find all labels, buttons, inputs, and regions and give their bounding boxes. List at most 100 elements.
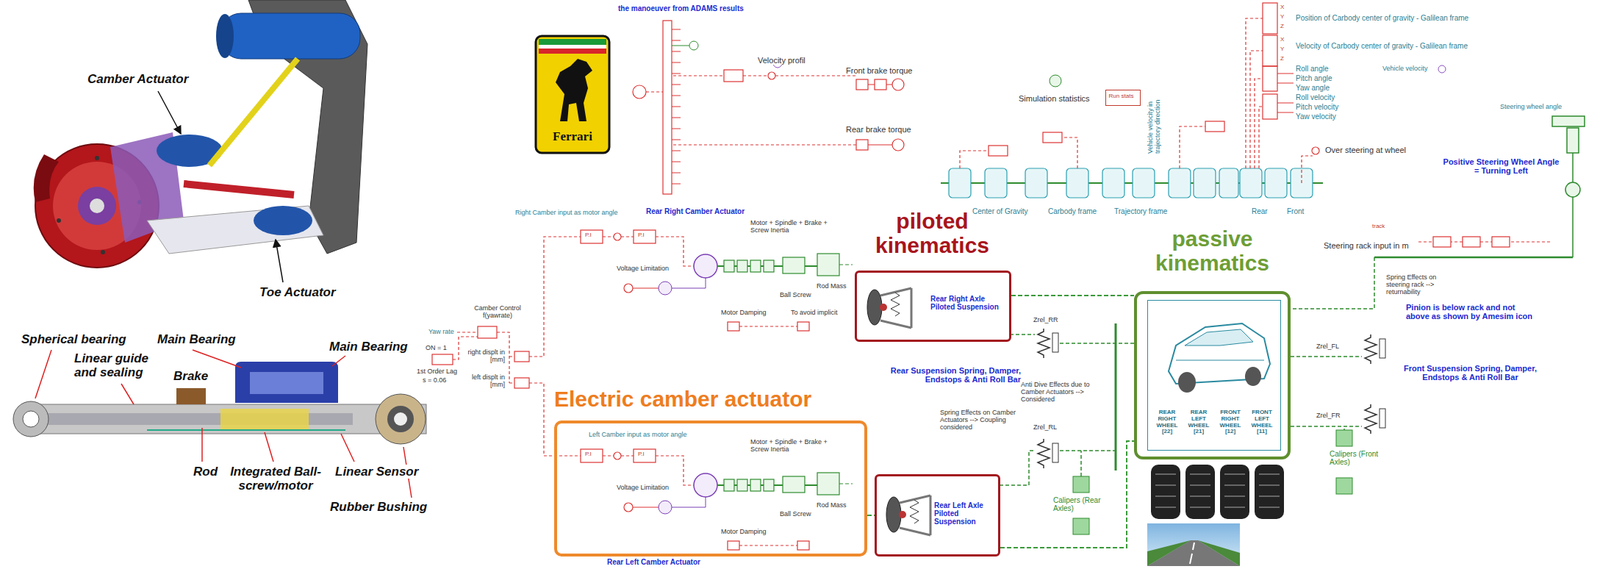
label-slot: Calipers (Rear Axles): [1052, 496, 1108, 513]
sensor-block: [1025, 168, 1048, 198]
mech-wire: [999, 450, 1035, 486]
block: [1205, 121, 1225, 132]
port-letter: X: [1279, 4, 1285, 12]
linear-sensor: [146, 429, 346, 431]
spherical-bearing: [13, 401, 49, 437]
output-name: Yaw velocity: [1294, 112, 1337, 121]
signal-name: Zrel_FR: [1315, 411, 1342, 419]
leader-line: [201, 427, 203, 462]
output-name: Position of Carbody center of gravity - …: [1294, 13, 1470, 23]
wire: [632, 287, 659, 289]
label-slot: Trajectory frame: [1113, 207, 1168, 216]
leader-line: [158, 91, 181, 134]
label-slot: Z: [1279, 23, 1285, 31]
wire: [959, 150, 989, 169]
wire: [743, 74, 769, 76]
hub-center: [89, 198, 105, 214]
output-port: [689, 41, 699, 50]
pi-block: [633, 230, 656, 244]
controller-block: [477, 326, 497, 339]
signal-name: Front brake torque: [845, 66, 914, 75]
motor-housing: [235, 361, 339, 403]
output-name: Roll velocity: [1294, 93, 1336, 102]
stats-icon: [1049, 74, 1062, 87]
sensor-block: [1193, 168, 1216, 198]
box-heading: Rear Left Camber Actuator: [607, 557, 701, 566]
signal-name: Velocity profil: [757, 55, 807, 65]
block-label: P.I: [637, 232, 646, 239]
signal-name: Zrel_RL: [1032, 423, 1058, 431]
rack-shaft: [1572, 196, 1574, 258]
label-slot: left displt in [mm]: [461, 373, 506, 389]
output-name: Rear: [1250, 207, 1269, 216]
front-spring: [1364, 404, 1386, 434]
part-callout: Main Bearing: [328, 339, 409, 354]
label-slot: s = 0.06: [421, 376, 447, 384]
label-slot: Spring Effects on steering rack --> retu…: [1385, 273, 1459, 296]
sensor-block: [1102, 168, 1125, 198]
label-slot: Yaw velocity: [1294, 112, 1337, 121]
part-callout: Linear guide and sealing: [73, 351, 166, 380]
suspension-icon: [867, 288, 912, 328]
port-letter: Z: [1279, 55, 1285, 63]
text-slot: Rear Left Camber Actuator: [607, 557, 701, 566]
text-slot: Run stats: [1106, 93, 1137, 100]
output-name: Center of Gravity: [971, 207, 1029, 216]
label-slot: P.I: [637, 232, 646, 239]
label-slot: Voltage Limitation: [615, 483, 670, 491]
sum: [768, 72, 776, 80]
wire: [867, 144, 893, 145]
block: [1491, 236, 1510, 247]
signal-name: Motor + Spindle + Brake + Screw Inertia: [749, 438, 838, 453]
signal-name: Anti Dive Effects due to Camber Actuator…: [1020, 380, 1105, 403]
steering-system: [1290, 116, 1585, 309]
mech-wire: [839, 263, 853, 265]
block: [1042, 132, 1063, 143]
label-slot: Main Bearing: [156, 332, 237, 347]
mechanical-connector: [1011, 294, 1135, 297]
leader-line: [121, 383, 134, 405]
sum: [613, 232, 622, 241]
demux: [1262, 94, 1278, 120]
output-name: Carbody frame: [1047, 207, 1098, 216]
signal-name: left displt in [mm]: [461, 373, 506, 389]
box-heading: piloted kinematics: [854, 208, 1010, 258]
label-slot: P.I: [637, 451, 646, 458]
label-slot: Rear Right Camber Actuator: [645, 207, 746, 216]
wire: [1062, 137, 1078, 169]
text-slot: FRONT LEFT WHEEL [11]: [1247, 409, 1277, 436]
box-heading: passive kinematics: [1134, 226, 1291, 275]
block: [723, 69, 744, 82]
logo-text: Ferrari: [541, 129, 604, 144]
caliper: [1336, 477, 1353, 494]
block-label: P.I: [584, 232, 593, 239]
mux-bar: [662, 20, 672, 195]
note: Pinion is below rack and not above as sh…: [1405, 302, 1538, 322]
label-slot: X: [1279, 36, 1285, 44]
sensor-block: [1239, 168, 1262, 198]
signal-name: Voltage Limitation: [615, 483, 670, 491]
output-name: Trajectory frame: [1113, 207, 1168, 216]
signal-name: Camber Control f(yawrate): [467, 304, 528, 319]
label-slot: Ball Screw: [779, 510, 813, 518]
label-slot: Carbody frame: [1047, 207, 1098, 216]
hole: [56, 218, 62, 223]
label-slot: Camber Control f(yawrate): [467, 304, 528, 319]
block: [856, 139, 868, 150]
signal-name: Zrel_RR: [1032, 316, 1060, 324]
brake: [750, 260, 761, 272]
box-text: Rear Right Axle Piloted Suspension: [930, 294, 1007, 311]
part-callout: Brake: [172, 368, 209, 383]
label-slot: Voltage Limitation: [615, 264, 670, 272]
piloted-suspension-box: piloted kinematicsRear Right Axle Pilote…: [854, 270, 1012, 342]
wire: [775, 74, 857, 76]
label-slot: Linear Sensor: [334, 464, 419, 479]
mech-wire: [1059, 342, 1135, 344]
motor: [693, 254, 718, 278]
note: the manoeuver from ADAMS results: [617, 4, 745, 13]
signal-name: Steering rack input in m: [1322, 241, 1410, 250]
lane-mark: [1189, 542, 1195, 564]
wire: [655, 236, 694, 267]
block-label: P.I: [637, 451, 646, 458]
block: [874, 79, 887, 90]
